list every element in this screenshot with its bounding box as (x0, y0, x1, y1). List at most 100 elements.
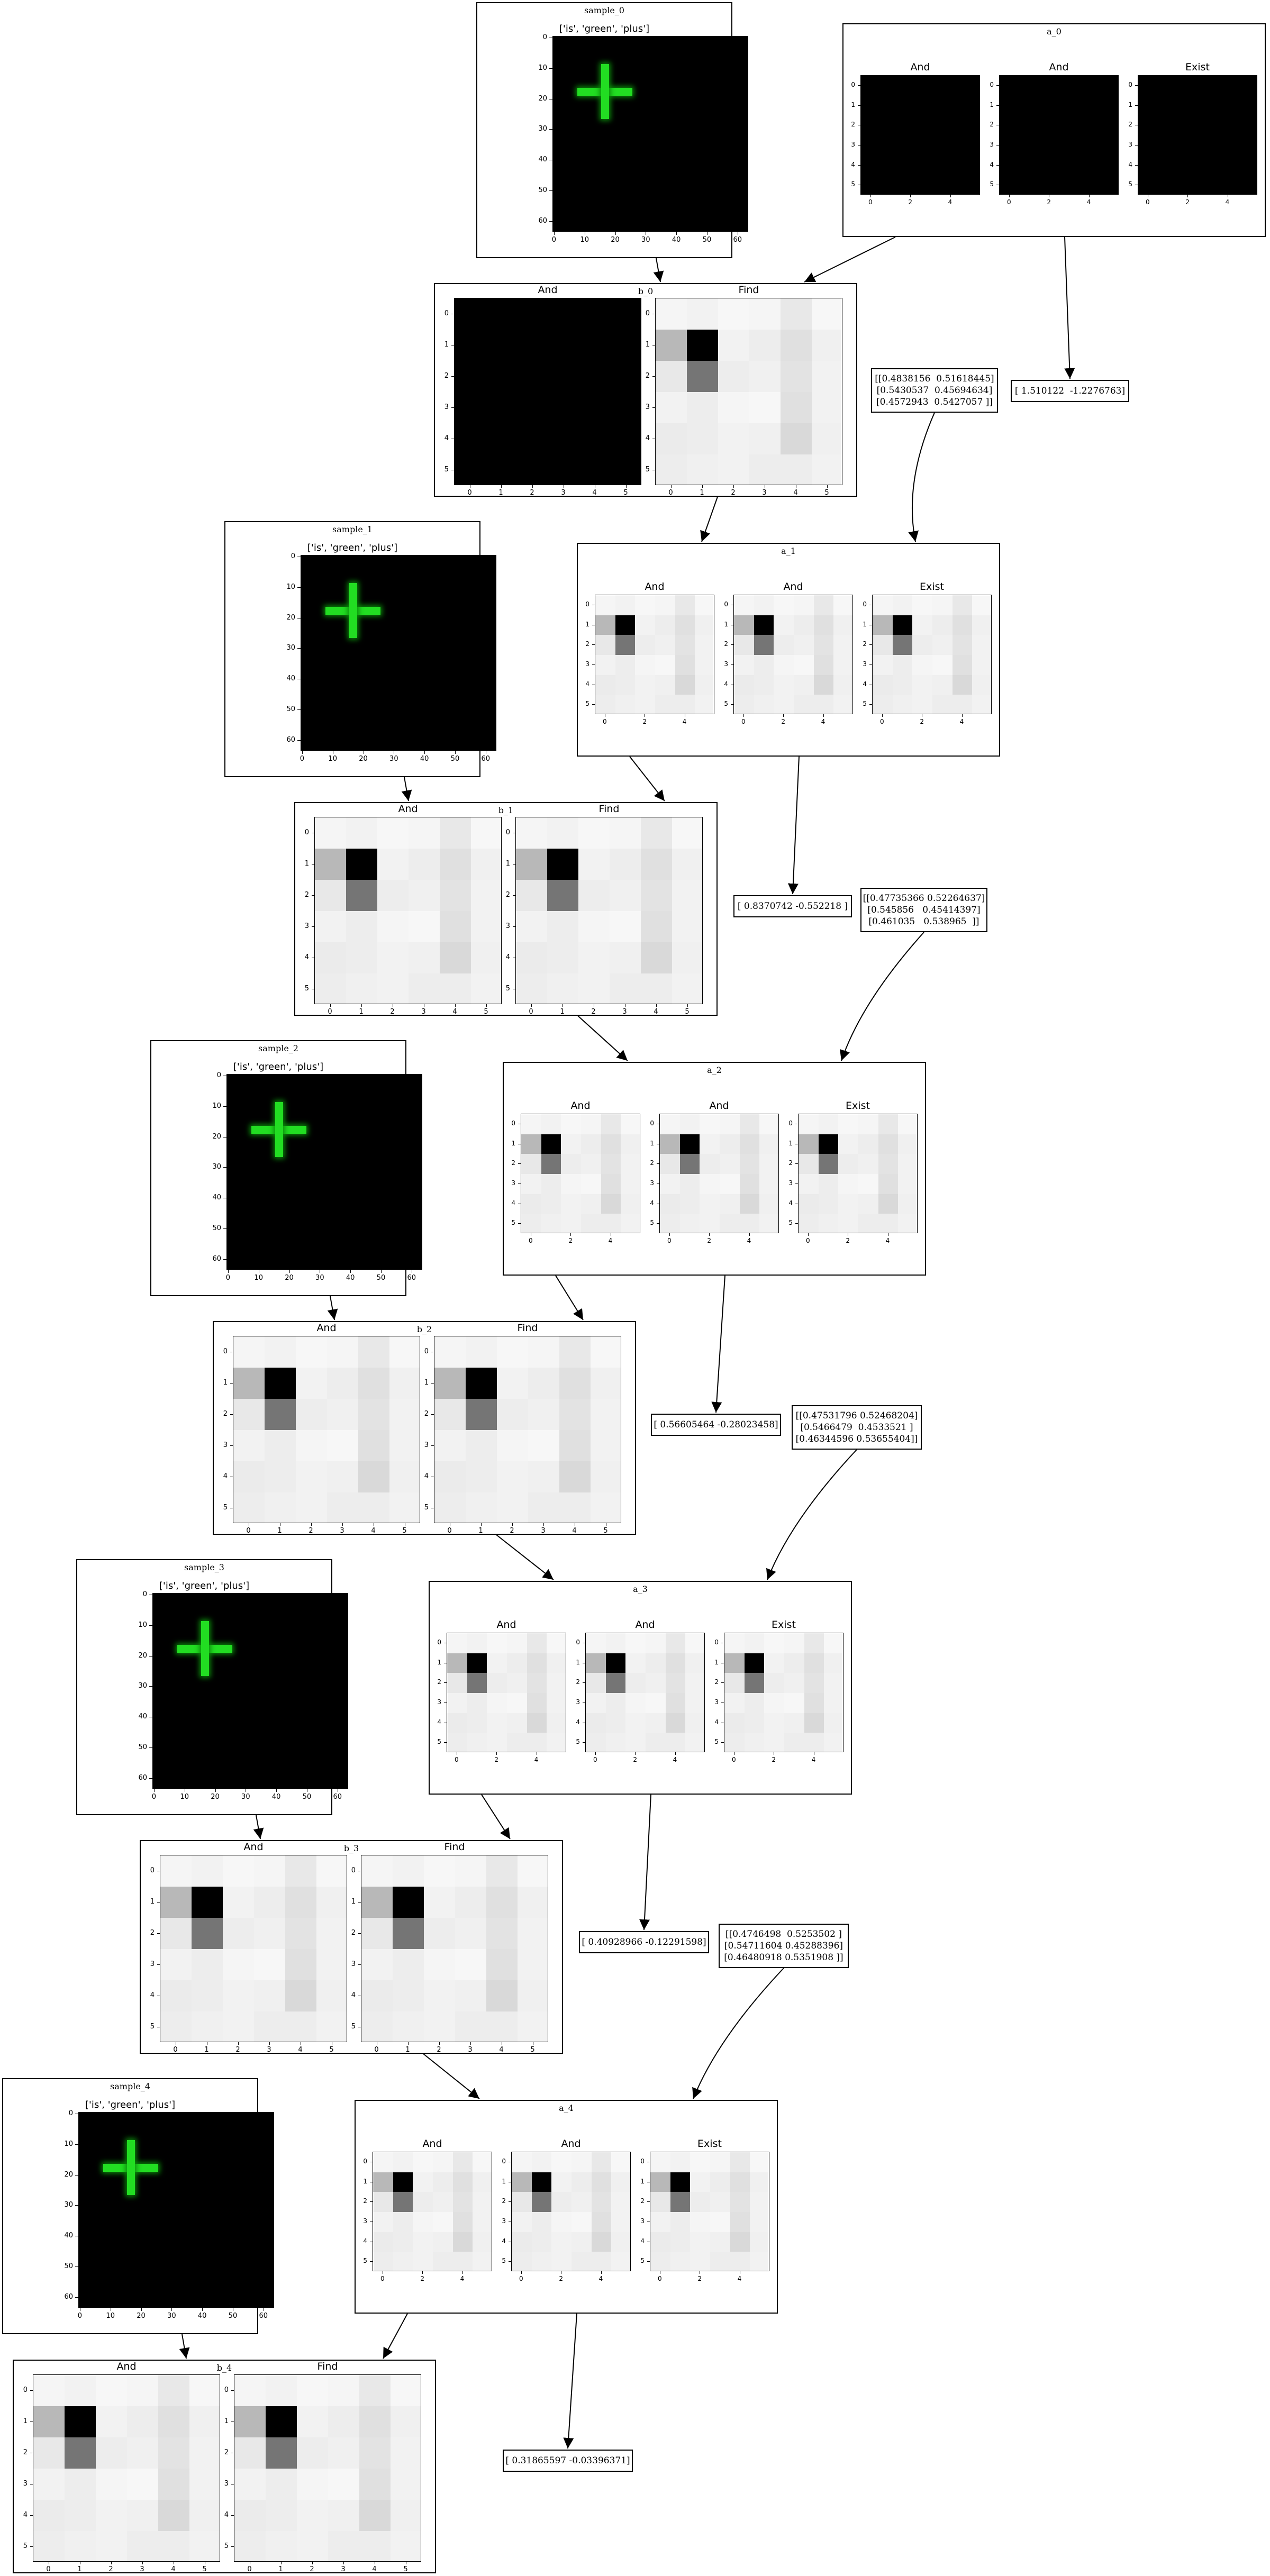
heatmap-cell (912, 615, 933, 635)
y-tick-label: 3 (788, 1179, 793, 1187)
heatmap-cell (467, 1673, 487, 1694)
attention-heatmap (595, 595, 714, 714)
heatmap-cell (497, 1461, 529, 1493)
y-tickmark (223, 1228, 226, 1229)
x-tickmark (827, 485, 828, 488)
y-tick-label: 2 (23, 2448, 28, 2456)
x-tickmark (342, 1523, 343, 1526)
y-tick-label: 2 (150, 1928, 155, 1937)
heatmap-cell (749, 392, 781, 424)
y-tick-label: 30 (286, 644, 295, 652)
y-tickmark (157, 1933, 160, 1934)
heatmap-cell (327, 1368, 359, 1399)
y-tick-label: 1 (724, 620, 728, 628)
x-tick-label: 4 (747, 1237, 751, 1244)
x-tick-label: 10 (180, 1793, 189, 1801)
x-tick-label: 0 (1146, 198, 1150, 206)
heatmap-cell (660, 1154, 681, 1175)
heatmap-cell (541, 1174, 561, 1195)
heatmap-cell (625, 1713, 646, 1733)
x-tick-label: 4 (948, 198, 952, 206)
heatmap-cell (527, 1693, 547, 1714)
connector-arrow (401, 777, 412, 802)
heatmap-cell (527, 1713, 547, 1733)
y-tickmark (858, 105, 860, 106)
heatmap-cell (601, 1194, 621, 1214)
connector-arrow (653, 258, 664, 283)
heatmap-cell (297, 2375, 329, 2407)
heatmap-cell (749, 298, 781, 330)
heatmap-cell (518, 1855, 548, 1887)
x-tick-label: 4 (811, 1756, 816, 1763)
x-tickmark (153, 1789, 155, 1792)
heatmap-cell (873, 675, 893, 695)
panel-title: Find (598, 803, 620, 815)
y-tick-label: 2 (788, 1159, 793, 1167)
heatmap-cell (700, 1134, 720, 1154)
heatmap-cell (581, 1214, 602, 1233)
heatmap-cell (455, 1887, 487, 1918)
heatmap-cell (393, 2192, 413, 2213)
y-tick-label: 1 (788, 1139, 793, 1147)
x-tick-label: 4 (885, 1237, 890, 1244)
heatmap-cell (650, 2192, 671, 2213)
heatmap-cell (315, 911, 347, 943)
y-tick-label: 0 (23, 2386, 28, 2394)
x-tick-label: 30 (315, 1274, 324, 1282)
heatmap-cell (781, 392, 812, 424)
x-tick-label: 30 (167, 2312, 176, 2320)
heatmap-cell (591, 1336, 621, 1368)
heatmap-cell (784, 1713, 805, 1733)
connector-arrow (577, 1015, 628, 1061)
y-tickmark (75, 2174, 78, 2176)
heatmap-cell (655, 635, 676, 656)
heatmap-cell (551, 2252, 572, 2271)
connector-arrow (327, 1296, 338, 1321)
panel-title: Exist (697, 2138, 722, 2150)
heatmap-cell (433, 2192, 453, 2213)
heatmap-cell (665, 1653, 686, 1673)
y-tick-label: 0 (645, 309, 650, 317)
heatmap-cell (512, 2172, 532, 2192)
heatmap-cell (781, 361, 812, 393)
heatmap-cell (660, 1174, 681, 1195)
heatmap-cell (315, 942, 347, 974)
x-tick-label: 3 (140, 2565, 144, 2573)
heatmap-cell (764, 1653, 785, 1673)
heatmap-cell (665, 1733, 686, 1752)
heatmap-cell (749, 361, 781, 393)
y-tickmark (518, 1223, 521, 1224)
y-tick-label: 2 (640, 2197, 645, 2205)
y-tick-label: 3 (724, 660, 728, 668)
x-tickmark (669, 1233, 670, 1236)
attention-heatmap (655, 298, 842, 485)
y-tick-label: 4 (444, 434, 449, 442)
x-tick-label: 4 (737, 2275, 742, 2282)
heatmap-cell (690, 2212, 711, 2233)
a-node-title: a_1 (781, 546, 796, 556)
heatmap-cell (158, 2531, 190, 2561)
attention-heatmap (659, 1114, 779, 1233)
heatmap-cell (452, 2172, 473, 2192)
heatmap-cell (551, 2232, 572, 2252)
heatmap-cell (455, 1855, 487, 1887)
sample-image (226, 1074, 422, 1270)
heatmap-cell (744, 1653, 765, 1673)
heatmap-cell (486, 2011, 518, 2042)
y-tickmark (75, 2144, 78, 2145)
y-tick-label: 60 (212, 1254, 221, 1263)
heatmap-cell (665, 1633, 686, 1654)
output-vector: [ 0.40928966 -0.12291598] (579, 1931, 709, 1953)
attention-heatmap (724, 1633, 843, 1752)
y-tick-label: 3 (363, 2217, 367, 2225)
y-tick-label: 0 (511, 1119, 515, 1127)
state-matrix: [[0.47735366 0.52264637] [0.545856 0.454… (860, 888, 987, 932)
heatmap-cell (655, 675, 676, 695)
heatmap-cell (541, 1214, 561, 1233)
heatmap-cell (675, 635, 695, 656)
y-tick-label: 3 (223, 1441, 228, 1449)
heatmap-cell (615, 595, 636, 616)
y-tick-label: 4 (502, 2237, 506, 2245)
heatmap-cell (799, 1194, 819, 1214)
y-tick-label: 1 (505, 859, 510, 868)
